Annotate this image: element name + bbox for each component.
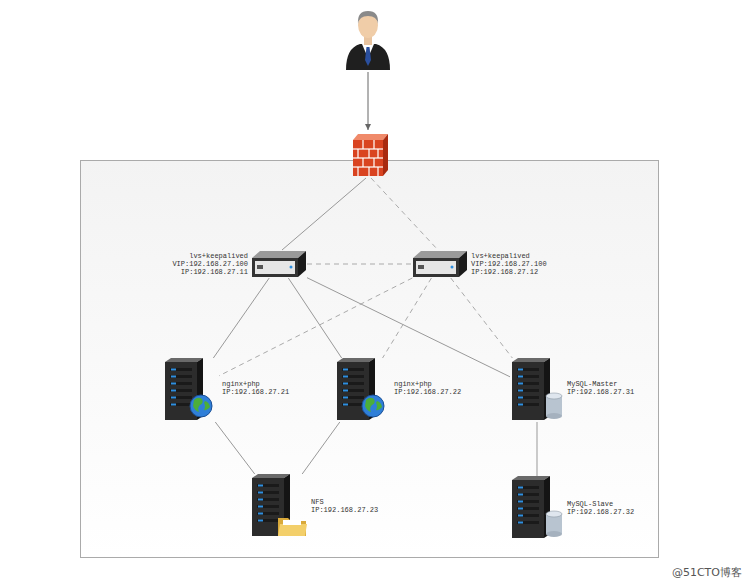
network-link	[215, 422, 254, 474]
node-title: nginx+php	[222, 380, 289, 388]
network-link	[307, 278, 510, 377]
ip-address: IP:192.168.27.11	[172, 268, 248, 276]
node-title: MySQL-Master	[567, 380, 634, 388]
server-node: nginx+phpIP:192.168.27.22	[335, 358, 391, 422]
network-link	[537, 422, 538, 476]
ip-address: IP:192.168.27.22	[394, 388, 461, 396]
firewall-link	[282, 178, 366, 250]
node-title: nginx+php	[394, 380, 461, 388]
nfs-icon	[250, 474, 308, 538]
firewall-link	[371, 178, 438, 250]
node-label: nginx+phpIP:192.168.27.21	[222, 380, 289, 396]
node-title: NFS	[311, 498, 378, 506]
firewall-icon	[353, 134, 388, 176]
node-label: MySQL-MasterIP:192.168.27.31	[567, 380, 634, 396]
lvs-icon	[251, 250, 307, 278]
node-title: lvs+keepalived	[471, 252, 547, 260]
lvs-icon	[412, 250, 468, 278]
db-icon	[510, 476, 564, 540]
node-title: lvs+keepalived	[172, 252, 248, 260]
ip-address: IP:192.168.27.31	[567, 388, 634, 396]
server-node: MySQL-MasterIP:192.168.27.31	[510, 358, 564, 422]
user-link	[368, 72, 369, 130]
node-label: MySQL-SlaveIP:192.168.27.32	[567, 500, 634, 516]
network-link	[307, 264, 412, 265]
load-balancer: lvs+keepalivedVIP:192.168.27.100IP:192.1…	[412, 250, 468, 278]
ip-address: VIP:192.168.27.100	[172, 260, 248, 268]
node-label: lvs+keepalivedVIP:192.168.27.100IP:192.1…	[172, 252, 248, 276]
network-link	[288, 278, 341, 358]
server-node: MySQL-SlaveIP:192.168.27.32	[510, 476, 564, 540]
web-icon	[163, 358, 219, 422]
ip-address: IP:192.168.27.12	[471, 268, 547, 276]
network-link	[383, 278, 432, 358]
watermark: @51CTO博客	[672, 565, 742, 580]
ip-address: IP:192.168.27.21	[222, 388, 289, 396]
db-icon	[510, 358, 564, 422]
node-label: NFSIP:192.168.27.23	[311, 498, 378, 514]
network-link	[213, 278, 269, 358]
node-label: nginx+phpIP:192.168.27.22	[394, 380, 461, 396]
ip-address: IP:192.168.27.32	[567, 508, 634, 516]
ip-address: IP:192.168.27.23	[311, 506, 378, 514]
server-node: nginx+phpIP:192.168.27.21	[163, 358, 219, 422]
server-node: NFSIP:192.168.27.23	[250, 474, 308, 538]
network-link	[451, 278, 513, 358]
web-icon	[335, 358, 391, 422]
user-icon	[346, 11, 390, 70]
network-link	[302, 422, 340, 474]
node-title: MySQL-Slave	[567, 500, 634, 508]
network-link	[219, 278, 412, 376]
load-balancer: lvs+keepalivedVIP:192.168.27.100IP:192.1…	[251, 250, 307, 278]
node-label: lvs+keepalivedVIP:192.168.27.100IP:192.1…	[471, 252, 547, 276]
ip-address: VIP:192.168.27.100	[471, 260, 547, 268]
network-region	[81, 161, 659, 558]
